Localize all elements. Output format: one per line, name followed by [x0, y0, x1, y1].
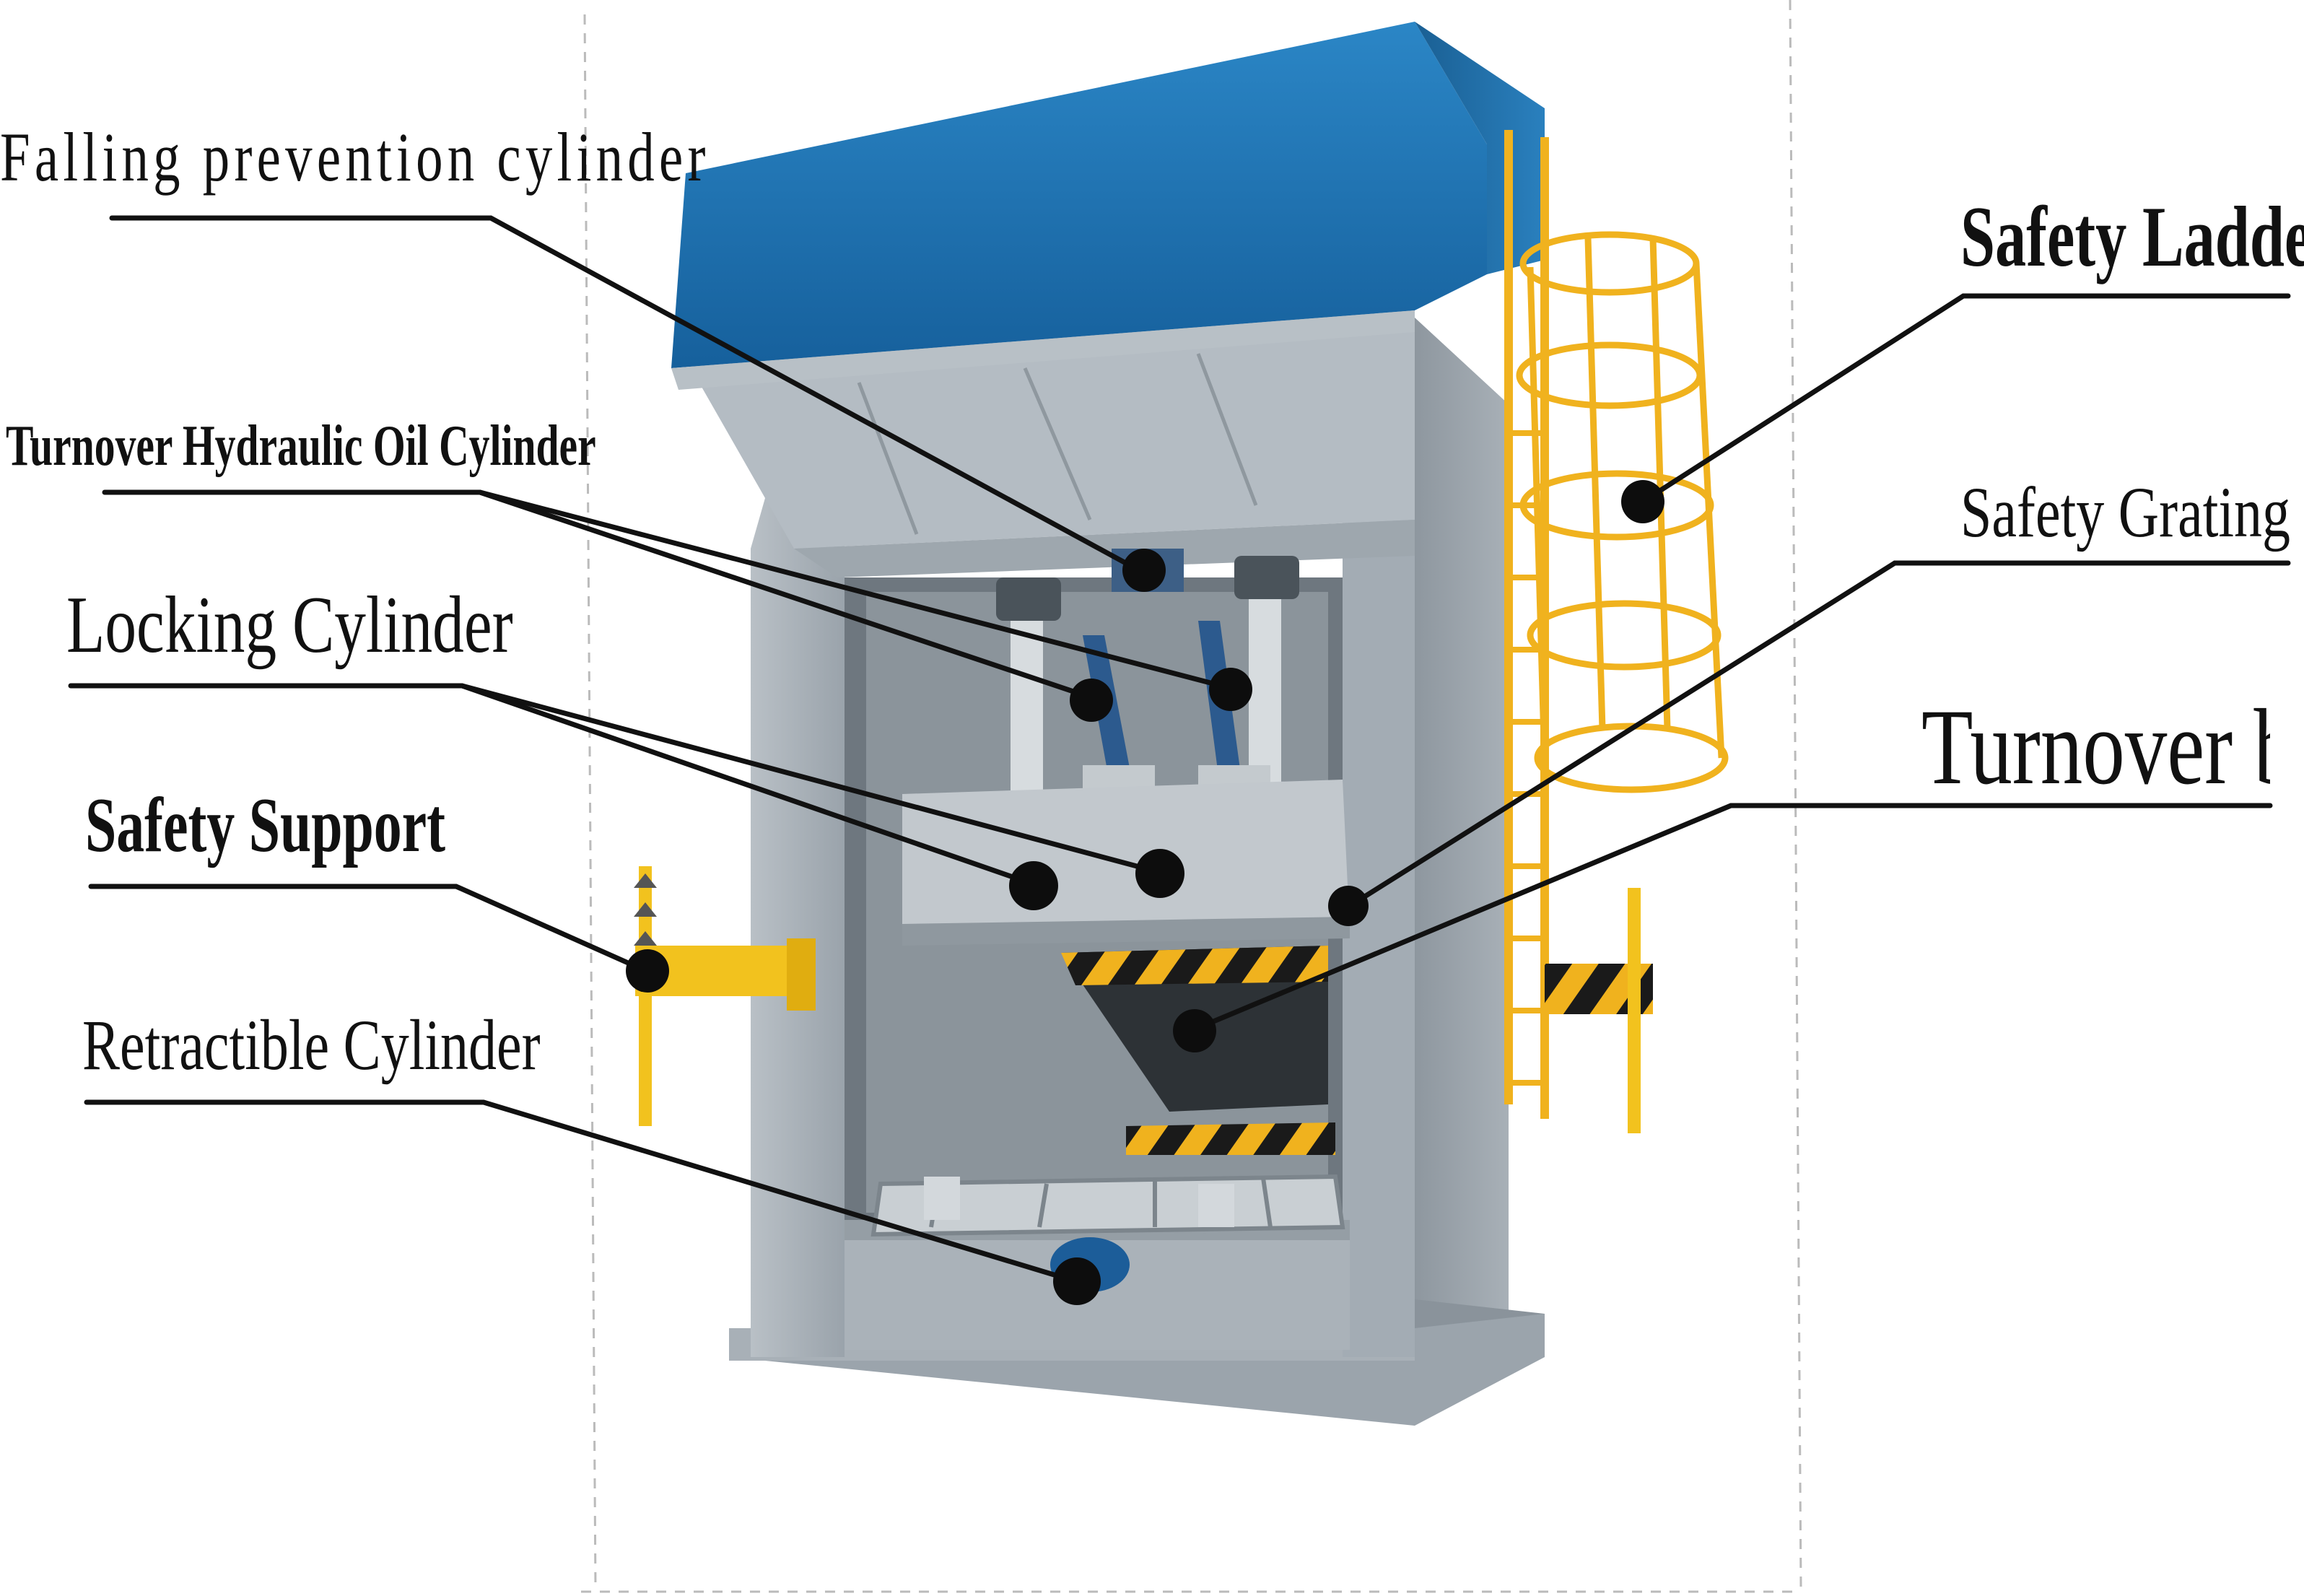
leader-safety-ladder	[1640, 293, 2291, 505]
dot-turnover-base	[1173, 1009, 1216, 1052]
label-turnover-hydraulic-oil-cylinder: Turnover Hydraulic Oil Cylinder	[6, 414, 596, 478]
dot-safety-grating	[1328, 886, 1369, 926]
leader-falling	[109, 215, 1142, 573]
photo-border	[581, 0, 1802, 1593]
dot-turnover-hyd-1	[1070, 679, 1113, 722]
label-falling-prevention-cylinder: Falling prevention cylinder	[0, 118, 710, 196]
dot-falling	[1122, 549, 1166, 592]
dot-locking-1	[1009, 861, 1058, 910]
safety-support-right	[1545, 888, 1653, 1133]
dot-turnover-hyd-2	[1209, 668, 1252, 711]
label-retractible-cylinder: Retractible Cylinder	[82, 1005, 541, 1085]
turnover-base-label-clip: Turnover base	[1877, 679, 2270, 823]
callout-dots	[626, 480, 1664, 1305]
leader-lines	[68, 215, 2291, 1284]
label-locking-cylinder: Locking Cylinder	[66, 580, 513, 670]
label-turnover-base: Turnover base	[1921, 687, 2270, 807]
dot-safety-ladder	[1621, 480, 1664, 523]
leader-retractible	[84, 1099, 1078, 1284]
safety-ladder	[1504, 130, 1729, 1119]
label-safety-ladder: Safety Ladder	[1960, 188, 2304, 284]
dot-safety-support	[626, 949, 669, 993]
dot-retractible	[1053, 1257, 1101, 1305]
label-safety-support: Safety Support	[85, 782, 446, 868]
safety-support-left	[634, 866, 816, 1126]
leader-turnover-base	[1188, 803, 2273, 1034]
label-safety-grating: Safety Grating	[1960, 472, 2291, 552]
dot-locking-2	[1135, 849, 1184, 898]
leader-safety-support	[88, 884, 649, 974]
leader-safety-grating	[1347, 560, 2291, 909]
